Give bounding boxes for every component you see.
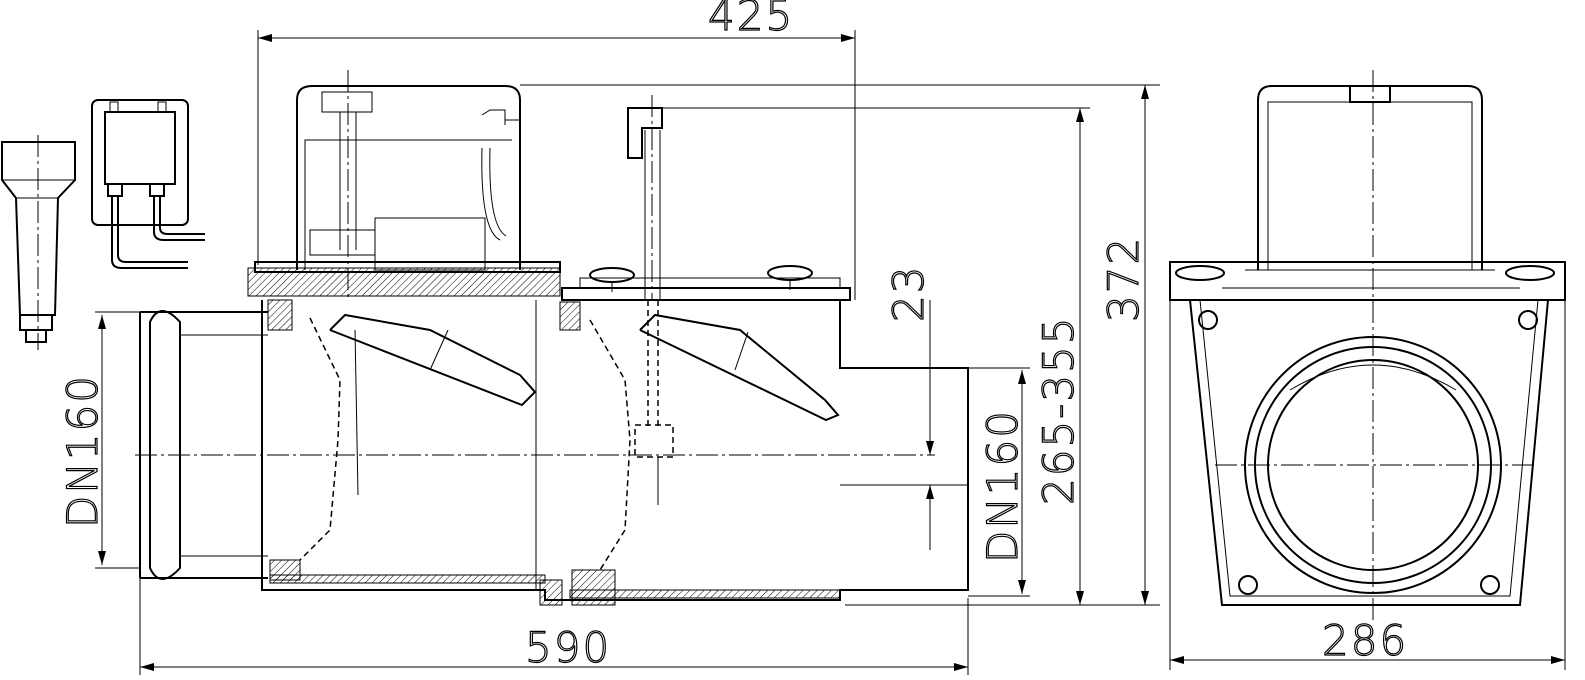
dim-425: 425 bbox=[708, 0, 794, 40]
dim-dn160-inlet: DN160 bbox=[58, 374, 107, 528]
dim-286: 286 bbox=[1322, 616, 1408, 665]
dim-23: 23 bbox=[884, 265, 933, 322]
dimension-labels: 425 590 286 372 265-355 23 DN160 DN160 bbox=[57, 0, 1408, 673]
control-box-accessory bbox=[91, 99, 205, 269]
dimension-lines bbox=[95, 30, 1566, 675]
dim-dn160-outlet: DN160 bbox=[978, 409, 1027, 563]
dim-372: 372 bbox=[1099, 236, 1148, 322]
valve-side-elevation bbox=[135, 70, 969, 606]
valve-front-elevation bbox=[1169, 70, 1566, 620]
probe-accessory bbox=[1, 135, 76, 350]
dim-265-355: 265-355 bbox=[1034, 316, 1083, 506]
dim-590: 590 bbox=[525, 623, 611, 672]
